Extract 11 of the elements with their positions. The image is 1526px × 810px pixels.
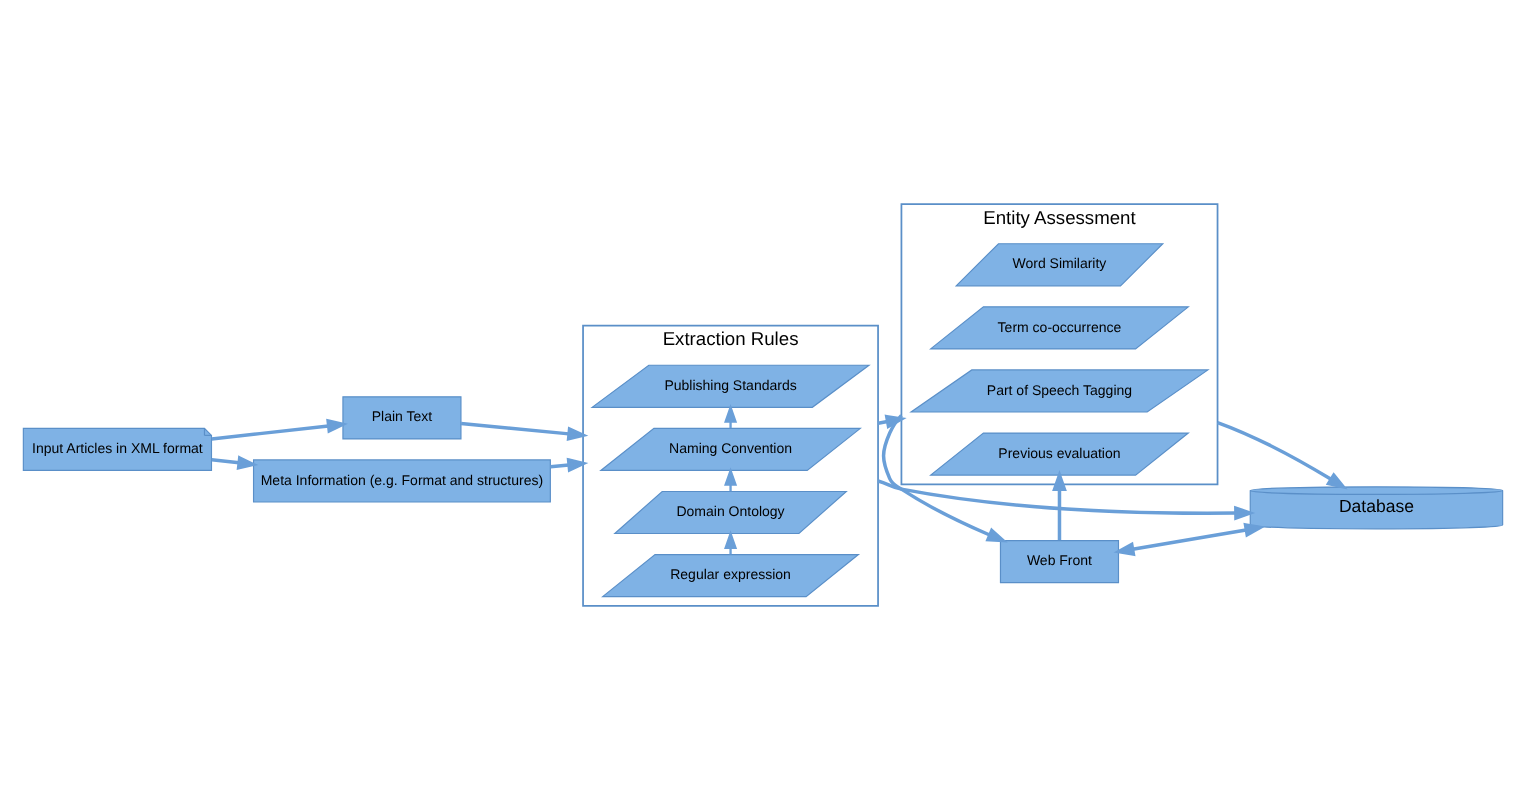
arrow: [1113, 522, 1266, 557]
arrow: [460, 421, 589, 442]
arrow: [877, 479, 1256, 521]
arrow: [211, 418, 348, 441]
arrow: [1052, 469, 1067, 541]
arrow: [1216, 420, 1348, 490]
arrow: [550, 457, 589, 473]
arrow: [724, 467, 738, 492]
arrow: [211, 455, 259, 471]
arrow: [724, 404, 738, 429]
arrow: [724, 530, 738, 555]
